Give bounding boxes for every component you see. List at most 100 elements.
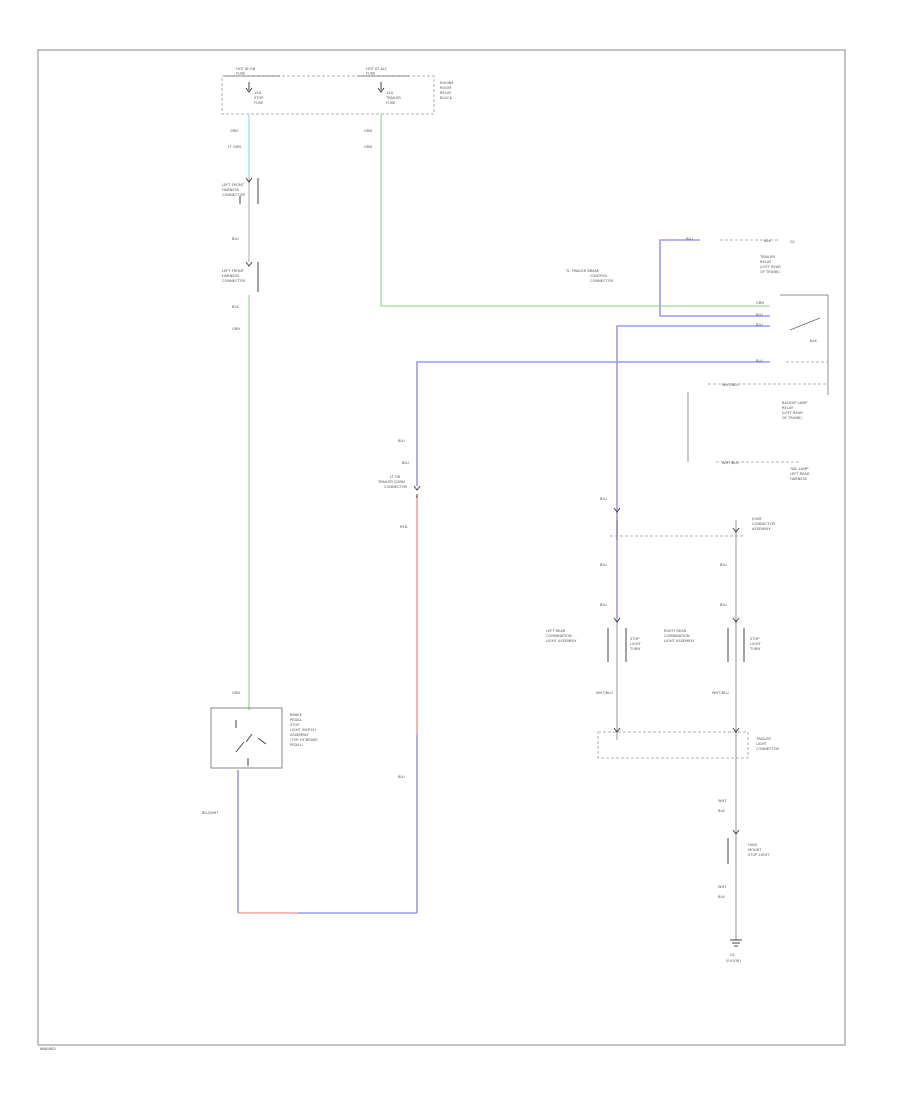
wire-blu-relay-down — [616, 325, 770, 618]
svg-text:WHT/BLU: WHT/BLU — [722, 461, 739, 465]
svg-text:CONNECTOR: CONNECTOR — [752, 522, 776, 526]
svg-text:RED: RED — [400, 525, 408, 529]
svg-text:BLU: BLU — [232, 237, 239, 241]
svg-text:HOT IN ON: HOT IN ON — [236, 67, 256, 71]
wire-blu-to-mid-conn — [416, 361, 770, 486]
svg-text:CONNECTOR: CONNECTOR — [384, 485, 408, 489]
svg-text:STOP: STOP — [254, 96, 264, 100]
trailer-light-connector-box: TRAILER LIGHT CONNECTOR — [597, 727, 780, 759]
svg-text:BLU: BLU — [756, 359, 763, 363]
svg-text:BLK: BLK — [232, 305, 239, 309]
svg-text:BLU: BLU — [398, 439, 405, 443]
svg-text:BLU: BLU — [398, 775, 405, 779]
svg-text:CONNECTOR: CONNECTOR — [590, 279, 614, 283]
svg-text:TRAILER: TRAILER — [759, 255, 775, 259]
svg-text:RIGHT REAR: RIGHT REAR — [664, 629, 687, 633]
page-id: W00002 — [40, 1046, 56, 1051]
high-mount-stop-light: WHT BLK HIGH MOUNT STOP LIGHT WHT BLK — [718, 799, 770, 899]
svg-text:WHT/BLU: WHT/BLU — [596, 691, 613, 695]
svg-text:LIGHT: LIGHT — [750, 642, 762, 646]
svg-text:PEDAL): PEDAL) — [290, 743, 304, 747]
svg-text:RELAY: RELAY — [760, 260, 772, 264]
svg-text:TAIL LAMP: TAIL LAMP — [789, 467, 809, 471]
svg-text:(TOP OF BRAKE: (TOP OF BRAKE — [290, 738, 318, 742]
svg-text:(LEFT REAR: (LEFT REAR — [782, 411, 803, 415]
stop-light-switch: GRN BRAKE PEDAL STOP LIGHT SWITCH ASSEMB… — [210, 691, 318, 769]
svg-text:BRAKE: BRAKE — [290, 713, 303, 717]
svg-text:BLK: BLK — [810, 339, 817, 343]
svg-text:WHT: WHT — [718, 885, 727, 889]
svg-text:LEFT FRONT: LEFT FRONT — [222, 183, 245, 187]
left-connector-1: LEFT FRONT HARNESS CONNECTOR GRN LT GRN — [222, 129, 259, 204]
svg-text:15A: 15A — [386, 91, 394, 95]
svg-text:JOINT: JOINT — [751, 517, 763, 521]
svg-text:WHT/BLU: WHT/BLU — [712, 691, 729, 695]
svg-text:GRN: GRN — [232, 327, 240, 331]
svg-text:BLU: BLU — [756, 313, 763, 317]
svg-text:LIGHT ASSEMBLY: LIGHT ASSEMBLY — [546, 639, 577, 643]
svg-text:STOP: STOP — [630, 637, 640, 641]
svg-text:CONTROL: CONTROL — [590, 274, 608, 278]
svg-text:FUSE: FUSE — [386, 101, 396, 105]
svg-text:ASSEMBLY: ASSEMBLY — [290, 733, 309, 737]
diagram-frame — [37, 49, 846, 1046]
svg-text:BLK: BLK — [718, 809, 725, 813]
svg-text:GRN: GRN — [230, 129, 238, 133]
svg-text:COMBINATION: COMBINATION — [546, 634, 572, 638]
svg-text:GRN: GRN — [364, 129, 372, 133]
svg-text:LIGHT: LIGHT — [756, 742, 768, 746]
left-rear-combination-light: LEFT REAR COMBINATION LIGHT ASSEMBLY STO… — [546, 617, 642, 695]
svg-text:CONNECTOR: CONNECTOR — [222, 193, 246, 197]
svg-text:LIGHT: LIGHT — [630, 642, 642, 646]
svg-text:LEFT REAR: LEFT REAR — [546, 629, 566, 633]
svg-text:BLU: BLU — [686, 237, 693, 241]
ground-g1: G1 (FLOOR) — [726, 939, 742, 963]
svg-text:ROOM: ROOM — [440, 86, 451, 90]
svg-text:HIGH: HIGH — [748, 843, 758, 847]
svg-text:STOP: STOP — [750, 637, 760, 641]
svg-text:BLU: BLU — [600, 563, 607, 567]
svg-text:TL TRAILER BRAKE: TL TRAILER BRAKE — [565, 269, 600, 273]
svg-text:COMBINATION: COMBINATION — [664, 634, 690, 638]
rear-joint-connector: BLU JOINT CONNECTOR ASSEMBLY BLU BLU BLU… — [600, 497, 776, 607]
svg-text:RELAY: RELAY — [440, 91, 452, 95]
svg-text:OF TRUNK): OF TRUNK) — [782, 416, 802, 420]
svg-text:BLK: BLK — [764, 239, 771, 243]
svg-text:TRAILER: TRAILER — [385, 96, 401, 100]
svg-text:BLOCK: BLOCK — [440, 96, 453, 100]
svg-text:TURN: TURN — [629, 647, 640, 651]
svg-text:GRN: GRN — [364, 145, 372, 149]
svg-text:FUSE: FUSE — [366, 72, 376, 76]
svg-text:ASSEMBLY: ASSEMBLY — [752, 527, 771, 531]
svg-text:BLU/WHT: BLU/WHT — [202, 811, 219, 815]
svg-text:STOP: STOP — [290, 723, 300, 727]
svg-text:ENGINE: ENGINE — [440, 81, 454, 85]
svg-text:LEFT FRONT: LEFT FRONT — [222, 269, 245, 273]
svg-text:GRN: GRN — [232, 691, 240, 695]
svg-text:FUSE: FUSE — [236, 72, 246, 76]
svg-text:HARNESS: HARNESS — [222, 274, 240, 278]
svg-text:G1: G1 — [790, 240, 795, 244]
svg-text:LT GRN: LT GRN — [228, 145, 241, 149]
svg-text:(LEFT REAR: (LEFT REAR — [760, 265, 781, 269]
backup-lamp-relay: WHT/BLU BACKUP LAMP RELAY (LEFT REAR OF … — [687, 383, 828, 481]
right-rear-combination-light: RIGHT REAR COMBINATION LIGHT ASSEMBLY ST… — [664, 617, 762, 695]
wire-blu-relay-loop — [659, 239, 770, 317]
trailer-relay: BLU BLK G1 TRAILER RELAY (LEFT REAR OF T… — [565, 237, 829, 395]
svg-text:LT OR: LT OR — [390, 475, 401, 479]
left-connector-2: LEFT FRONT HARNESS CONNECTOR — [222, 261, 259, 292]
svg-text:GRN: GRN — [756, 301, 764, 305]
svg-text:HARNESS: HARNESS — [790, 477, 808, 481]
svg-text:HOT AT ALL: HOT AT ALL — [366, 67, 387, 71]
svg-text:OF TRUNK): OF TRUNK) — [760, 270, 780, 274]
svg-text:BLU: BLU — [600, 497, 607, 501]
svg-text:BLU: BLU — [720, 603, 727, 607]
svg-text:TRAILER: TRAILER — [755, 737, 771, 741]
wire-paths — [237, 114, 770, 940]
svg-text:TURN: TURN — [749, 647, 760, 651]
svg-text:LIGHT ASSEMBLY: LIGHT ASSEMBLY — [664, 639, 695, 643]
svg-text:TRAILER CONN: TRAILER CONN — [377, 480, 405, 484]
svg-text:WHT/BLU: WHT/BLU — [722, 383, 739, 387]
top-fuse-box: HOT IN ON FUSE HOT AT ALL FUSE 15A STOP … — [221, 67, 454, 115]
svg-text:BLU: BLU — [402, 461, 409, 465]
